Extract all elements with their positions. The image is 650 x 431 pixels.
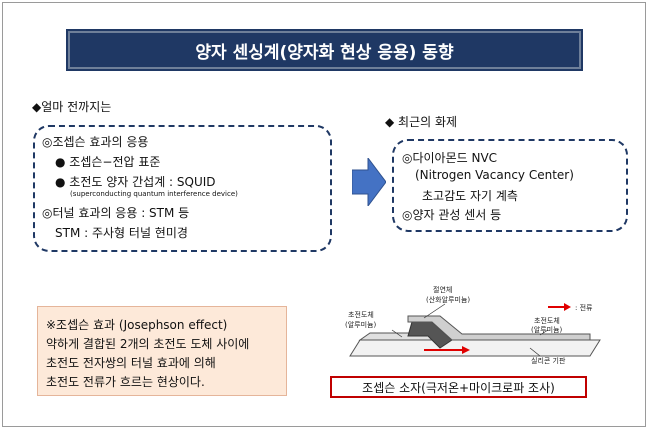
- past-topic-squid: ● 초전도 양자 간섭계 : SQUID: [55, 175, 216, 189]
- right-heading: ◆ 최근의 화제: [385, 115, 458, 129]
- recent-topics-box: [392, 139, 628, 232]
- insulator-sublabel: (산화알루미늄): [426, 296, 471, 304]
- note-line-3: 초전도 전류가 흐르는 현상이다.: [46, 375, 205, 389]
- silicon-substrate: [349, 339, 601, 357]
- recent-topic-inertial-sensor: ◎양자 관성 센서 등: [402, 208, 502, 222]
- right-superconductor: [407, 315, 591, 341]
- past-topic-stm: STM : 주사형 터널 현미경: [55, 226, 188, 240]
- past-topic-tunnel: ◎터널 효과의 응용 : STM 등: [42, 206, 190, 220]
- left-conductor-sublabel: (알루미늄): [345, 321, 377, 329]
- current-legend-label: : 전류: [575, 304, 593, 312]
- josephson-device-caption: 조셉슨 소자(극저온+마이크로파 조사): [330, 376, 587, 398]
- insulator-label: 절연체: [433, 286, 453, 294]
- right-conductor-label: 초전도체: [534, 317, 560, 325]
- outer-frame: [2, 2, 646, 427]
- past-topic-voltage-standard: ● 조셉슨−전압 표준: [55, 155, 161, 169]
- recent-topic-nvc-fullname: (Nitrogen Vacancy Center): [415, 168, 574, 182]
- substrate-label: 실리콘 기판: [531, 357, 566, 365]
- right-conductor-sublabel: (알루미늄): [531, 326, 563, 334]
- recent-topic-magnetometry: 초고감도 자기 계측: [422, 189, 518, 203]
- past-topic-josephson: ◎조셉슨 효과의 응용: [42, 135, 149, 149]
- note-line-1: 약하게 결합된 2개의 초전도 도체 사이에: [46, 337, 250, 351]
- page-title-text: 양자 센싱계(양자화 현상 응용) 동향: [195, 42, 454, 63]
- left-conductor-label: 초전도체: [348, 311, 374, 319]
- note-title: ※조셉슨 효과 (Josephson effect): [46, 318, 228, 332]
- left-heading: ◆얼마 전까지는: [32, 100, 112, 114]
- right-arrow-icon: [352, 158, 386, 206]
- past-topic-squid-fullname: (superconducting quantum interference de…: [70, 190, 238, 198]
- past-topics-box: [33, 125, 332, 252]
- josephson-effect-note: ※조셉슨 효과 (Josephson effect) 약하게 결합된 2개의 초…: [37, 306, 287, 396]
- recent-topic-nvc: ◎다이아몬드 NVC: [402, 151, 498, 165]
- note-line-2: 초전도 전자쌍의 터널 효과에 의해: [46, 356, 216, 370]
- page-title: 양자 센싱계(양자화 현상 응용) 동향: [68, 31, 581, 69]
- device-caption-text: 조셉슨 소자(극저온+마이크로파 조사): [362, 380, 555, 395]
